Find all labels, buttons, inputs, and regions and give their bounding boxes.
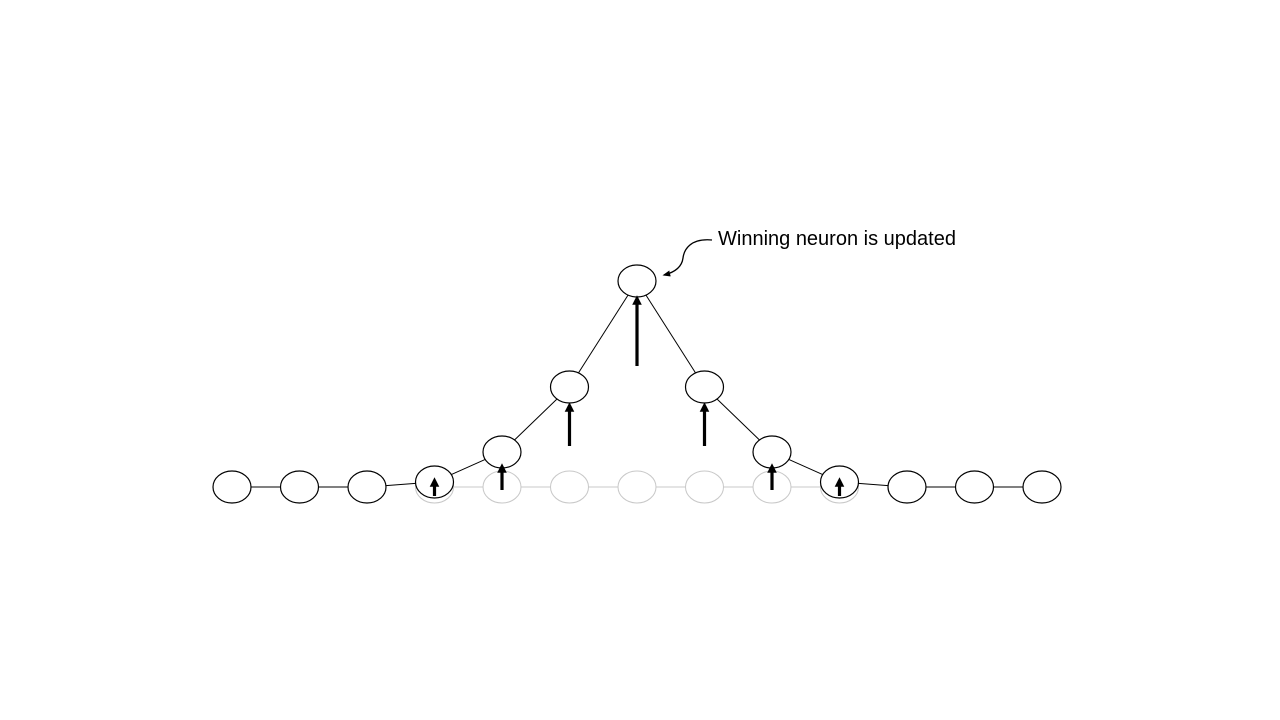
neuron: [752, 435, 792, 469]
neuron-connection: [578, 294, 629, 374]
original-neuron-position: [550, 470, 589, 504]
neuron-connection: [385, 482, 416, 487]
neuron: [549, 370, 590, 404]
neuron: [482, 435, 522, 469]
original-neuron-position: [617, 470, 657, 504]
original-neuron-position: [685, 470, 724, 504]
neuron-connection: [788, 459, 823, 475]
neuron: [279, 470, 320, 504]
neuron-connection: [514, 398, 558, 441]
original-neuron-layer: [415, 470, 859, 504]
neuron: [1022, 470, 1062, 504]
neuron: [684, 370, 725, 404]
neuron-connection: [858, 482, 889, 487]
neuron-connection: [645, 294, 696, 374]
neuron-connection: [451, 459, 486, 475]
neuron: [887, 470, 927, 504]
neuron: [212, 470, 252, 504]
neuron: [954, 470, 995, 504]
neuron-connection: [716, 398, 760, 441]
neuron: [347, 470, 387, 504]
winning-neuron: [617, 264, 657, 298]
callout-arrow: [662, 239, 713, 277]
update-arrows: [429, 295, 845, 496]
winning-neuron-label: Winning neuron is updated: [718, 228, 956, 250]
updated-neuron-connections: [251, 294, 1023, 488]
